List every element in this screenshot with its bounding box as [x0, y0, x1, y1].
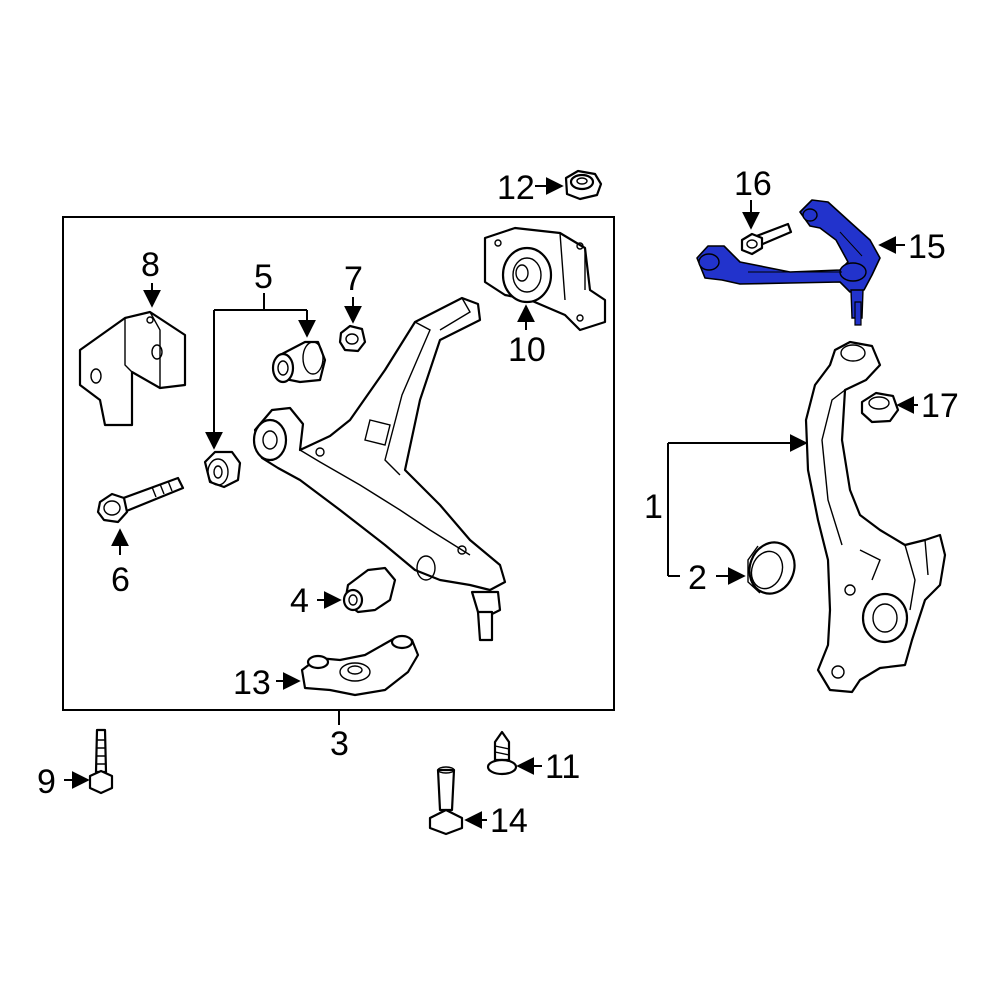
part-16-bolt[interactable]: [740, 222, 793, 256]
callout-15: 15: [908, 228, 946, 266]
part-9-bolt[interactable]: [88, 728, 114, 795]
part-4-bushing[interactable]: [342, 566, 397, 614]
callout-4: 4: [290, 582, 309, 620]
part-15-upper-control-arm[interactable]: [696, 199, 881, 326]
callout-14: 14: [490, 802, 528, 840]
part-14-bolt[interactable]: [428, 766, 464, 836]
callout-9: 9: [37, 763, 56, 801]
callout-7: 7: [344, 260, 363, 298]
part-11-screw[interactable]: [486, 730, 518, 776]
callout-3: 3: [330, 725, 349, 763]
callout-6: 6: [111, 561, 130, 599]
callout-13: 13: [233, 664, 271, 702]
part-8-bracket[interactable]: [78, 310, 187, 427]
callout-5: 5: [254, 258, 273, 296]
leader-lines: [64, 177, 918, 829]
callout-12: 12: [497, 169, 535, 207]
part-5-bushing-front[interactable]: [203, 450, 242, 489]
callout-1: 1: [644, 488, 663, 526]
callout-labels: 12 8 5 7 10 6 4 13 3 9 11 14 16 15 17 1 …: [37, 165, 959, 840]
part-12-nut[interactable]: [564, 169, 603, 201]
part-10-bushing-bracket[interactable]: [483, 226, 607, 332]
callout-11: 11: [545, 748, 580, 786]
part-2-seal[interactable]: [742, 536, 801, 600]
callout-16: 16: [734, 165, 772, 203]
part-7-nut[interactable]: [338, 324, 367, 353]
callout-2: 2: [688, 559, 707, 597]
part-13-bracket[interactable]: [300, 634, 420, 697]
part-5-bushing-rear[interactable]: [271, 340, 327, 384]
part-17-nut[interactable]: [860, 391, 900, 424]
callout-8: 8: [141, 246, 160, 284]
part-1-steering-knuckle[interactable]: [804, 340, 947, 694]
part-6-bolt[interactable]: [96, 476, 185, 524]
callout-10: 10: [508, 331, 546, 369]
callout-17: 17: [921, 387, 959, 425]
lower-control-arm[interactable]: [252, 296, 507, 642]
